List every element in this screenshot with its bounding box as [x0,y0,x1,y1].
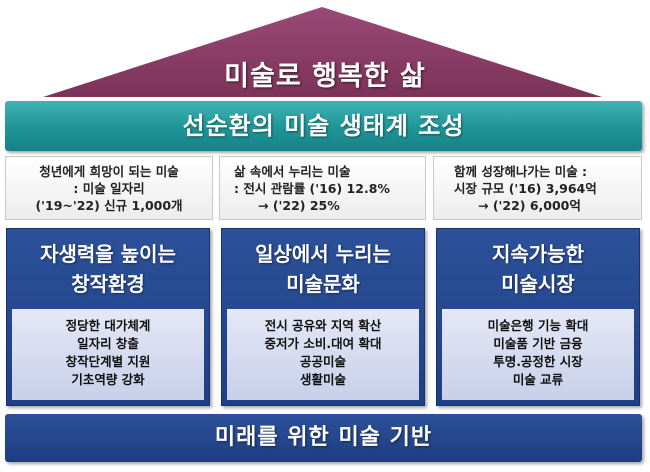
roof-title: 미술로 행복한 삶 [224,61,426,92]
pillar-art-culture: 일상에서 누리는 미술문화 전시 공유와 지역 확산 중저가 소비.대여 확대 … [221,228,425,406]
goal-line: 삶 속에서 누리는 미술 [234,164,351,179]
goal-line: 함께 성장해나가는 미술 : [454,164,588,179]
pillar-title-line: 창작환경 [71,272,145,296]
goal-line: → ('22) 25% [258,198,340,213]
pillar-item: 투명.공정한 시장 [493,354,583,369]
pillar-item: 공공미술 [299,354,346,369]
goal-line: → ('22) 6,000억 [478,198,581,213]
pillar-item: 정당한 대가체계 [65,318,151,333]
goal-line: : 미술 일자리 [73,181,145,196]
pillar-title: 자생력을 높이는 창작환경 [7,239,209,299]
goal-line: 시장 규모 ('16) 3,964억 [454,181,597,196]
pillar-item: 창작단계별 지원 [65,354,151,369]
pillar-art-market: 지속가능한 미술시장 미술은행 기능 확대 미술품 기반 금융 투명.공정한 시… [436,228,640,406]
pillar-item: 미술 교류 [512,372,564,387]
goal-box-daily-life: 삶 속에서 누리는 미술 : 전시 관람률 ('16) 12.8% → ('22… [219,156,426,220]
pillar-item: 전시 공유와 지역 확산 [264,318,382,333]
pillar-body: 정당한 대가체계 일자리 창출 창작단계별 지원 기초역량 강화 [12,309,204,400]
pillar-title: 일상에서 누리는 미술문화 [222,239,424,299]
pillar-item: 중저가 소비.대여 확대 [264,336,382,351]
goal-box-youth: 청년에게 희망이 되는 미술 : 미술 일자리 ('19~'22) 신규 1,0… [5,156,213,220]
pillar-body: 전시 공유와 지역 확산 중저가 소비.대여 확대 공공미술 생활미술 [227,309,419,400]
pillar-body: 미술은행 기능 확대 미술품 기반 금융 투명.공정한 시장 미술 교류 [442,309,634,400]
pillar-item: 기초역량 강화 [71,372,145,387]
pillar-creative-environment: 자생력을 높이는 창작환경 정당한 대가체계 일자리 창출 창작단계별 지원 기… [6,228,210,406]
pillar-title-line: 일상에서 누리는 [255,242,391,266]
pillar-item: 일자리 창출 [77,336,139,351]
goal-line: 청년에게 희망이 되는 미술 [39,164,179,179]
pillar-title: 지속가능한 미술시장 [437,239,639,299]
roof-triangle [43,7,602,97]
pillar-title-line: 지속가능한 [492,242,584,266]
pillar-item: 생활미술 [299,372,346,387]
pillar-title-line: 미술시장 [501,272,575,296]
goal-line: : 전시 관람률 ('16) 12.8% [234,181,390,196]
pillar-title-line: 자생력을 높이는 [40,242,176,266]
goal-line: ('19~'22) 신규 1,000개 [35,198,183,213]
goal-box-market: 함께 성장해나가는 미술 : 시장 규모 ('16) 3,964억 → ('22… [433,156,642,220]
pillar-item: 미술품 기반 금융 [493,336,583,351]
foundation-bar: 미래를 위한 미술 기반 [5,414,642,462]
banner-eco-system: 선순환의 미술 생태계 조성 [5,101,642,151]
pillar-item: 미술은행 기능 확대 [487,318,589,333]
pillar-title-line: 미술문화 [286,272,360,296]
roof [43,7,602,97]
